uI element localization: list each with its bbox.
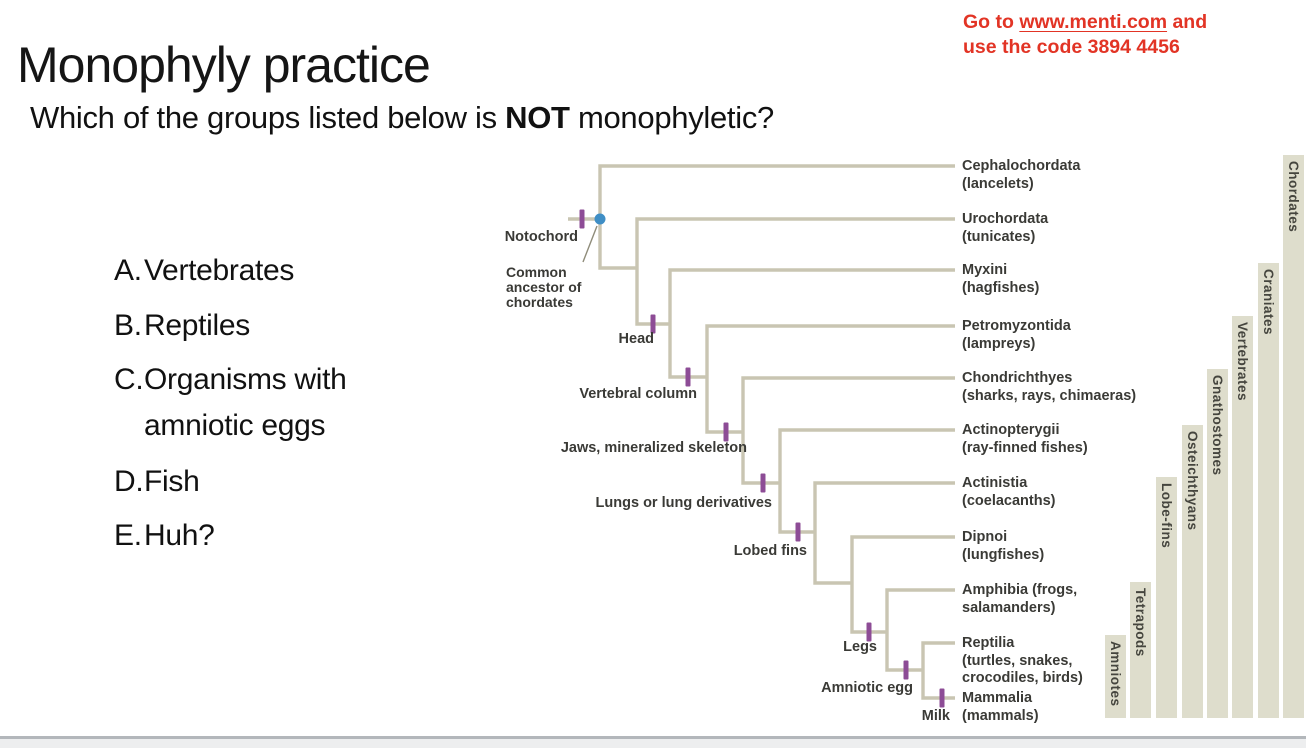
option-b-letter: B.	[114, 309, 142, 342]
character-label-lobed-fins: Lobed fins	[733, 543, 807, 559]
branch-reptilia-mammalia	[921, 641, 955, 700]
clade-bar-gnathostomes-label: Gnathostomes	[1210, 375, 1225, 476]
option-d-text: Fish	[144, 465, 200, 498]
clade-bar-vertebrates: Vertebrates	[1232, 316, 1253, 718]
common-ancestor-label: Common ancestor of chordates	[506, 264, 582, 310]
clade-bar-lobe-fins: Lobe-fins	[1156, 477, 1177, 718]
slide-title: Monophyly practice	[17, 36, 431, 93]
option-b: B. Reptiles	[114, 303, 250, 349]
taxon-label-actinistia: Actinistia (coelacanths)	[962, 475, 1056, 509]
tick-lungs	[760, 473, 766, 493]
option-a-text: Vertebrates	[144, 254, 295, 287]
ancestor-pointer-line	[582, 225, 598, 263]
option-a-letter: A.	[114, 254, 142, 287]
option-e-letter: E.	[114, 519, 142, 552]
clade-bar-chordates-label: Chordates	[1286, 161, 1301, 233]
character-label-milk: Milk	[921, 708, 950, 724]
question-text: Which of the groups listed below is NOT …	[30, 100, 774, 136]
branch-amphibia	[885, 588, 955, 672]
option-e-text: Huh?	[144, 519, 215, 552]
clade-bar-tetrapods-label: Tetrapods	[1133, 588, 1148, 657]
clade-bar-gnathostomes: Gnathostomes	[1207, 369, 1228, 718]
taxon-label-mammalia: Mammalia (mammals)	[962, 690, 1039, 724]
clade-bar-osteichthyans: Osteichthyans	[1182, 425, 1203, 718]
character-label-amniotic-egg: Amniotic egg	[821, 680, 913, 696]
clade-bar-amniotes: Amniotes	[1105, 635, 1126, 718]
menti-banner: Go to www.menti.com and use the code 389…	[963, 10, 1207, 60]
branch-dipnoi	[850, 535, 955, 634]
tick-head	[650, 314, 656, 334]
option-c-text: Organisms with amniotic eggs	[144, 363, 347, 442]
taxon-label-cephalochordata: Cephalochordata (lancelets)	[962, 158, 1081, 192]
clade-bar-amniotes-label: Amniotes	[1108, 641, 1123, 707]
clade-bar-craniates: Craniates	[1258, 263, 1279, 718]
taxon-label-reptilia: Reptilia (turtles, snakes, crocodiles, b…	[962, 635, 1083, 686]
branch-actinistia	[813, 481, 955, 585]
option-d: D. Fish	[114, 459, 200, 505]
taxon-label-amphibia: Amphibia (frogs, salamanders)	[962, 582, 1078, 616]
clade-bar-vertebrates-label: Vertebrates	[1235, 322, 1250, 402]
question-suffix: monophyletic?	[569, 100, 774, 135]
taxon-label-petromyzontida: Petromyzontida (lampreys)	[962, 318, 1071, 352]
menti-link[interactable]: www.menti.com	[1019, 11, 1168, 33]
clade-bar-craniates-label: Craniates	[1261, 269, 1276, 336]
common-ancestor-node	[594, 213, 606, 225]
character-label-vertebral-column: Vertebral column	[579, 386, 697, 402]
clade-bar-tetrapods: Tetrapods	[1130, 582, 1151, 718]
branch-actinopterygii	[778, 428, 955, 534]
taxon-label-chondrichthyes: Chondrichthyes (sharks, rays, chimaeras)	[962, 370, 1137, 404]
character-label-head: Head	[618, 331, 654, 347]
tick-vertebral-column	[685, 367, 691, 387]
branch-cephalochordata	[598, 164, 955, 270]
character-label-legs: Legs	[843, 639, 877, 655]
question-prefix: Which of the groups listed below is	[30, 100, 506, 135]
menti-banner-suffix: and	[1167, 11, 1208, 33]
clade-bar-osteichthyans-label: Osteichthyans	[1185, 431, 1200, 531]
tick-lobed-fins	[795, 522, 801, 542]
tick-legs	[866, 622, 872, 642]
taxon-label-myxini: Myxini (hagfishes)	[962, 262, 1040, 296]
taxon-label-actinopterygii: Actinopterygii (ray-finned fishes)	[962, 422, 1088, 456]
option-a: A. Vertebrates	[114, 248, 294, 294]
option-c-letter: C.	[114, 363, 144, 396]
menti-banner-prefix: Go to	[963, 11, 1020, 33]
clade-bar-lobe-fins-label: Lobe-fins	[1159, 483, 1174, 549]
option-e: E. Huh?	[114, 513, 215, 559]
tick-notochord	[579, 209, 585, 229]
taxon-label-urochordata: Urochordata (tunicates)	[962, 211, 1049, 245]
tick-amniotic-egg	[903, 660, 909, 680]
clade-bar-chordates: Chordates	[1283, 155, 1304, 718]
option-b-text: Reptiles	[144, 309, 250, 342]
branch-myxini	[668, 268, 955, 379]
tick-milk	[939, 688, 945, 708]
question-emphasis: NOT	[505, 100, 570, 135]
menti-banner-line1: Go to www.menti.com and	[963, 10, 1207, 35]
option-c: C. Organisms with amniotic eggs	[114, 357, 347, 449]
taxon-label-dipnoi: Dipnoi (lungfishes)	[962, 529, 1045, 563]
window-bottom-edge	[0, 736, 1306, 748]
character-label-notochord: Notochord	[504, 229, 578, 245]
option-d-letter: D.	[114, 465, 144, 498]
character-label-jaws: Jaws, mineralized skeleton	[560, 440, 747, 456]
tick-jaws-mineralized-skeleton	[723, 422, 729, 442]
menti-banner-line2: use the code 3894 4456	[963, 36, 1180, 58]
character-label-lungs: Lungs or lung derivatives	[595, 495, 772, 511]
